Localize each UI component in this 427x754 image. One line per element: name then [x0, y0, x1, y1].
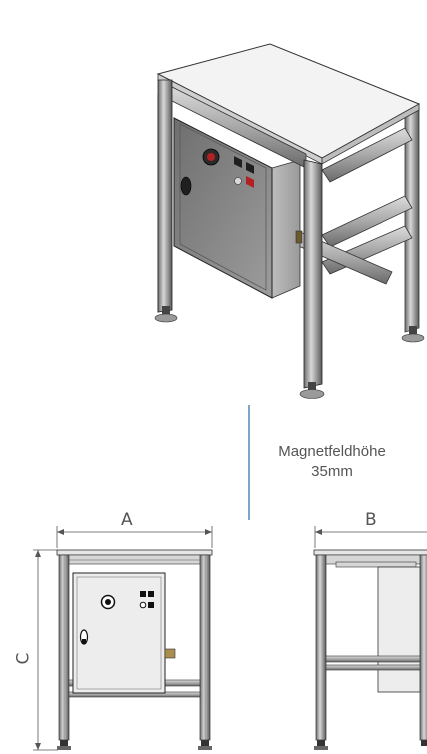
magnetic-field-height-caption: Magnetfeldhöhe 35mm — [262, 442, 402, 482]
dimension-label-c: C — [13, 652, 34, 665]
front-cable-connector — [164, 648, 176, 659]
caption-line-2: 35mm — [311, 463, 353, 480]
door-handle-icon — [180, 176, 192, 196]
front-table-top — [56, 549, 213, 556]
cabinet-door-frame — [179, 123, 267, 291]
table-top-edge-right — [321, 103, 420, 165]
cabinet-front — [173, 117, 273, 299]
side-table-top — [313, 549, 427, 556]
post-front-left — [157, 79, 173, 313]
emergency-stop-core — [207, 153, 215, 161]
caption-line-1: Magnetfeldhöhe — [278, 443, 386, 460]
side-bar-top — [321, 127, 413, 183]
side-post-right — [419, 554, 427, 741]
switch-green-icon — [234, 156, 242, 169]
cabinet-connector — [295, 230, 303, 244]
side-view — [313, 526, 427, 750]
indicator-light-icon — [234, 177, 242, 185]
dimension-label-b: B — [365, 510, 377, 530]
post-front-right — [303, 159, 323, 389]
cabinet-side — [271, 159, 301, 299]
isometric-view — [154, 43, 425, 399]
feet — [154, 306, 425, 399]
switch-red-icon — [246, 175, 254, 188]
front-switch-1 — [140, 591, 146, 597]
side-post-left — [315, 554, 327, 741]
front-view — [33, 526, 213, 751]
side-bar-middle — [321, 195, 413, 248]
switch-black-icon — [246, 161, 254, 174]
dimension-label-a: A — [121, 510, 133, 530]
side-cabinet — [377, 566, 421, 693]
